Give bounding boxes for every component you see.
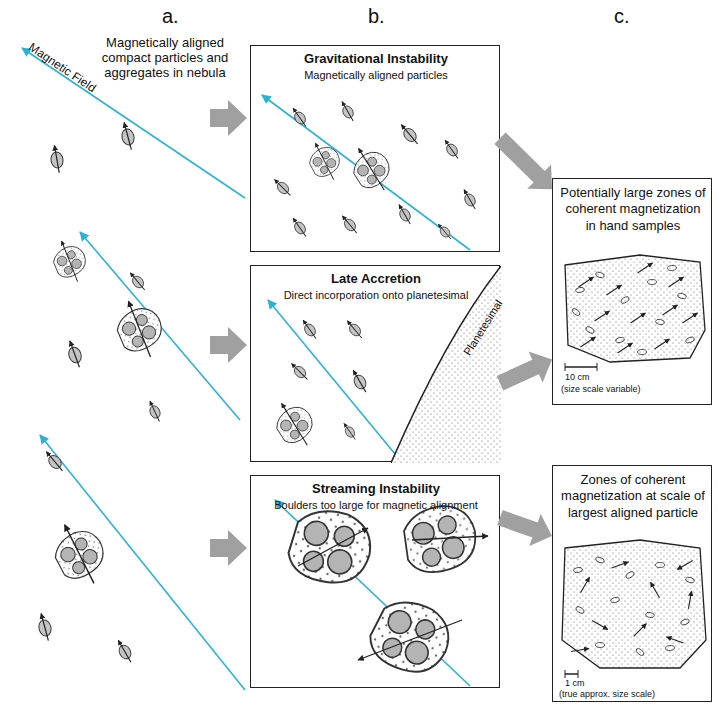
aligned-particles bbox=[271, 99, 479, 241]
box-title: Gravitational Instability bbox=[251, 51, 501, 67]
flow-arrows bbox=[210, 100, 247, 566]
column-label: c. bbox=[614, 4, 630, 28]
box-subtitle: Direct incorporation onto planetesimal bbox=[251, 289, 501, 302]
box-title: Streaming Instability bbox=[251, 481, 501, 497]
planetesimal-outline bbox=[391, 266, 501, 463]
result-text: Zones of coherent magnetization at scale… bbox=[559, 472, 707, 521]
box-subtitle: Boulders too large for magnetic alignmen… bbox=[251, 499, 501, 512]
column-label: b. bbox=[368, 4, 385, 28]
column-label: a. bbox=[162, 4, 179, 28]
scale-label: 10 cm bbox=[565, 372, 590, 383]
scale-note: (true approx. size scale) bbox=[559, 689, 655, 700]
nebula-particles bbox=[35, 121, 173, 665]
process-box: Streaming InstabilityBoulders too large … bbox=[250, 475, 500, 688]
field-label: Magnetic Field bbox=[26, 40, 99, 96]
result-box: Zones of coherent magnetization at scale… bbox=[552, 465, 712, 702]
scale-label: 1 cm bbox=[565, 678, 585, 689]
flow-arrow bbox=[497, 510, 552, 546]
box-title: Late Accretion bbox=[251, 271, 501, 287]
scale-note: (size scale variable) bbox=[561, 384, 641, 395]
flow-arrow bbox=[497, 352, 552, 391]
planetesimal-surface: Planetesimal bbox=[391, 266, 501, 463]
result-text: Potentially large zones of coherent magn… bbox=[559, 185, 707, 234]
hand-sample bbox=[565, 255, 705, 371]
column-heading: Magnetically aligned compact particles a… bbox=[85, 36, 245, 81]
box-subtitle: Magnetically aligned particles bbox=[251, 69, 501, 82]
result-box: Potentially large zones of coherent magn… bbox=[552, 178, 712, 405]
flow-arrow bbox=[494, 132, 552, 189]
process-box: Gravitational InstabilityMagnetically al… bbox=[250, 45, 500, 252]
process-box: Late AccretionDirect incorporation onto … bbox=[250, 265, 500, 462]
accreting-particles bbox=[265, 317, 371, 454]
boulders bbox=[285, 499, 488, 682]
field-lines bbox=[22, 48, 470, 690]
hand-sample bbox=[562, 540, 706, 678]
